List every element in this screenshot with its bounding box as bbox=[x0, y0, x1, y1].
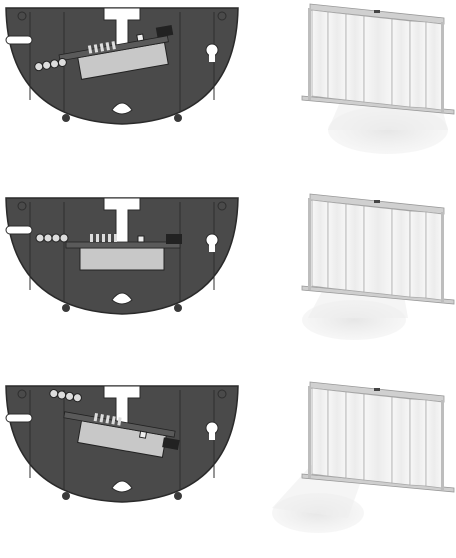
mounting-bracket-tilted-left bbox=[0, 0, 250, 135]
sliding-door-illustration bbox=[268, 378, 456, 538]
panel-row-middle bbox=[0, 190, 456, 370]
panel-row-top bbox=[0, 0, 456, 180]
sliding-door-illustration bbox=[268, 0, 456, 160]
panel-row-bottom bbox=[0, 378, 456, 558]
mounting-bracket-tilted-right bbox=[0, 378, 250, 513]
mounting-bracket-level bbox=[0, 190, 250, 325]
sliding-door-illustration bbox=[268, 190, 456, 350]
